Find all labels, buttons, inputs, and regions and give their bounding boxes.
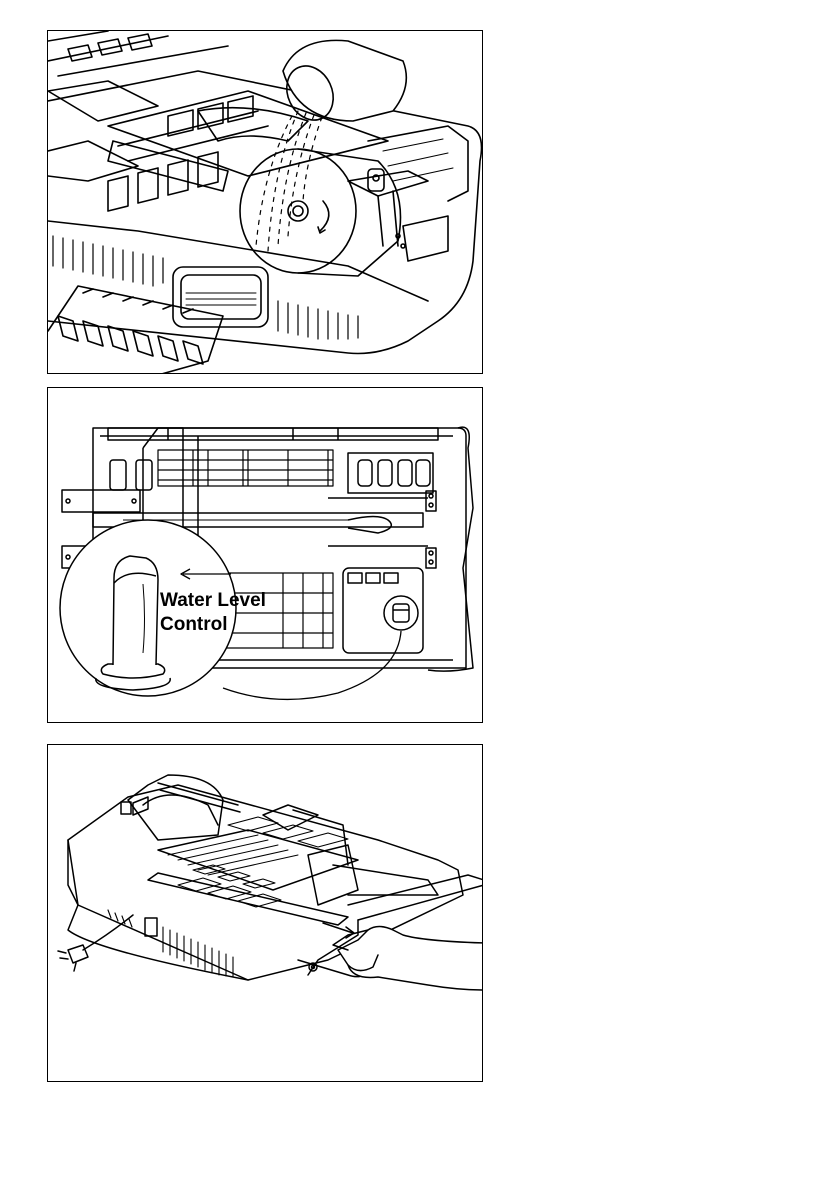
removing-tray-illustration	[48, 745, 483, 1082]
water-level-illustration: Water Level Control	[48, 388, 483, 723]
figure-water-level: Water Level Control	[47, 387, 483, 723]
pouring-water-illustration	[48, 31, 483, 374]
callout-line-2: Control	[160, 614, 228, 635]
figure-fill-water	[47, 30, 483, 374]
figure-remove-tray	[47, 744, 483, 1082]
callout-line-1: Water Level	[160, 590, 266, 611]
